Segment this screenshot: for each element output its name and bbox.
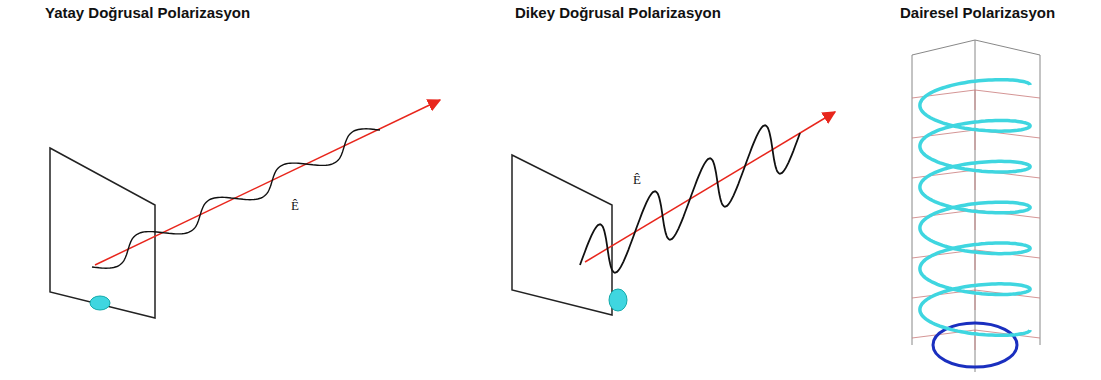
propagation-arrow — [95, 100, 440, 265]
field-label: Ê — [632, 172, 642, 188]
e-field-wave — [92, 129, 380, 268]
source-ellipse — [90, 296, 110, 310]
panel-heading: Yatay Doğrusal Polarizasyon — [45, 4, 250, 21]
panel-heading: Dairesel Polarizasyon — [900, 4, 1055, 21]
prism-frame — [912, 40, 1040, 372]
e-field-wave — [580, 125, 800, 272]
source-ellipse — [609, 289, 627, 311]
propagation-arrow — [585, 112, 835, 262]
panel-heading: Dikey Doğrusal Polarizasyon — [515, 4, 721, 21]
helix-wave — [920, 80, 1030, 336]
field-label: Ê — [290, 198, 300, 214]
screen-panel — [512, 155, 612, 315]
